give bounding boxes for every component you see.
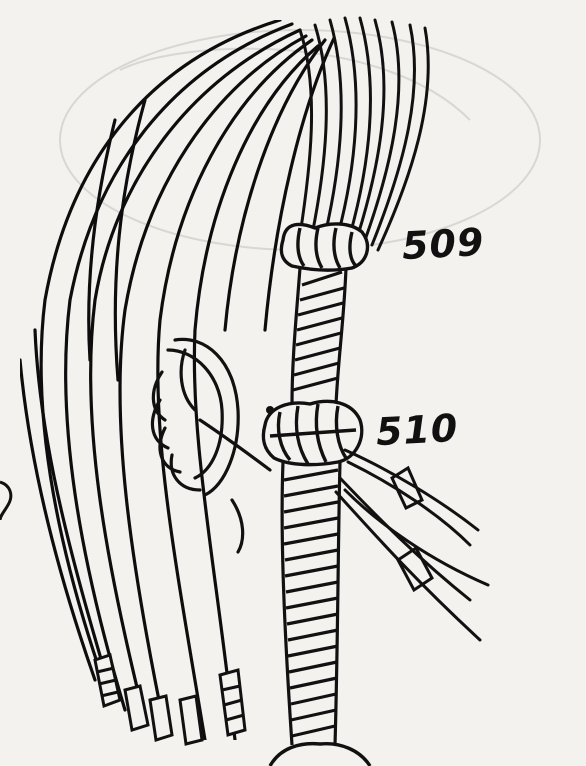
knot-510 — [263, 401, 361, 464]
label-510: 510 — [375, 406, 460, 454]
bottom-knot — [270, 744, 370, 766]
left-edge-mark — [0, 482, 11, 520]
strand-whippings — [95, 655, 245, 744]
leader-dots — [266, 406, 274, 414]
rope-lower — [282, 462, 340, 745]
label-509: 509 — [401, 220, 486, 268]
right-strands — [336, 450, 488, 640]
knot-509 — [281, 224, 367, 270]
loose-strands — [20, 20, 335, 740]
rope-upper — [292, 268, 346, 405]
upper-bundle — [300, 18, 428, 250]
